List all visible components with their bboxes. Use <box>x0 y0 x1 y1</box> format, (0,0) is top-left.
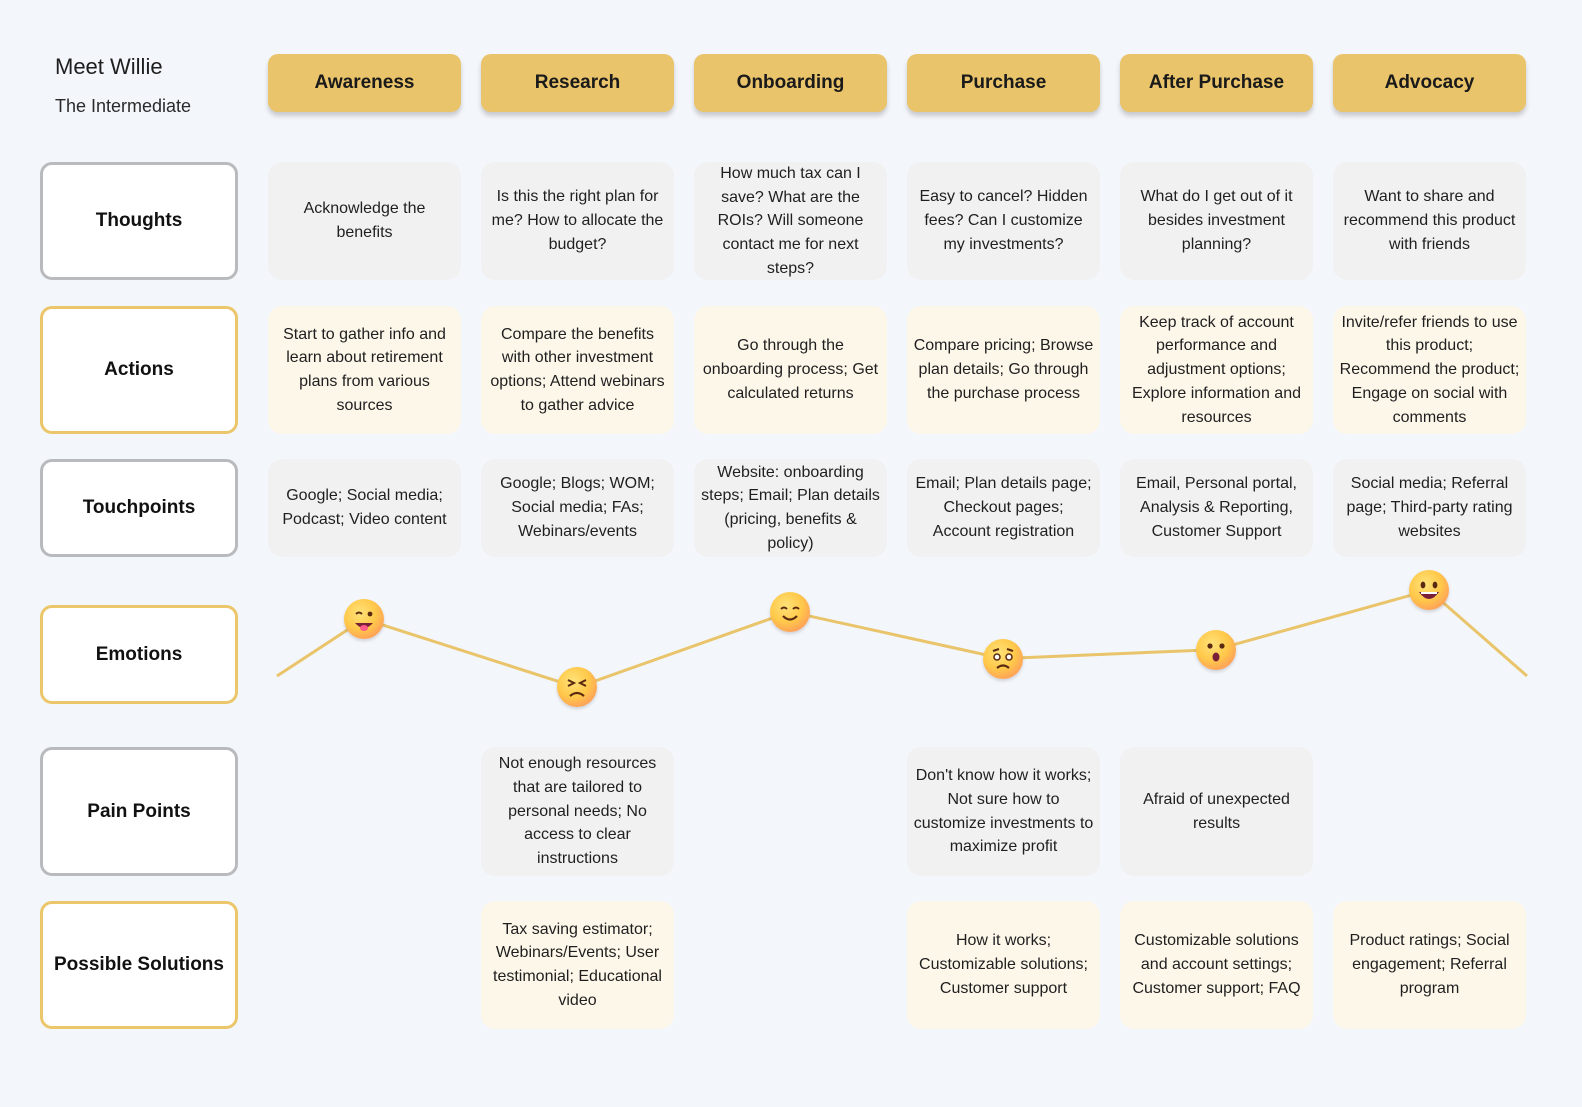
surprised-face-icon <box>1196 629 1236 670</box>
solution-cell: How it works; Customizable solutions; Cu… <box>907 901 1100 1029</box>
stage-onboarding: Onboarding <box>694 54 887 112</box>
thoughts-cell: Easy to cancel? Hidden fees? Can I custo… <box>907 162 1100 280</box>
touchpoints-cell: Website: onboarding steps; Email; Plan d… <box>694 459 887 557</box>
thoughts-cell: Is this the right plan for me? How to al… <box>481 162 674 280</box>
row-label-actions: Actions <box>40 306 238 434</box>
stage-advocacy: Advocacy <box>1333 54 1526 112</box>
thoughts-cell: How much tax can I save? What are the RO… <box>694 162 887 280</box>
worried-face-icon <box>983 638 1023 679</box>
thoughts-cell: What do I get out of it besides investme… <box>1120 162 1313 280</box>
persona-name: Meet Willie <box>55 54 163 79</box>
distressed-face-icon <box>557 667 597 708</box>
touchpoints-cell: Email; Plan details page; Checkout pages… <box>907 459 1100 557</box>
thoughts-cell: Want to share and recommend this product… <box>1333 162 1526 280</box>
wink-tongue-face-icon <box>344 599 384 639</box>
row-label-touchpoints: Touchpoints <box>40 459 238 557</box>
pain-point-cell: Don't know how it works; Not sure how to… <box>907 747 1100 876</box>
stage-research: Research <box>481 54 674 112</box>
row-label-pain-points: Pain Points <box>40 747 238 876</box>
actions-cell: Go through the onboarding process; Get c… <box>694 306 887 434</box>
smiling-face-icon <box>770 591 810 632</box>
row-label-emotions: Emotions <box>40 605 238 704</box>
stage-awareness: Awareness <box>268 54 461 112</box>
grinning-face-icon <box>1409 570 1449 611</box>
solution-cell: Tax saving estimator; Webinars/Events; U… <box>481 901 674 1029</box>
actions-cell: Compare pricing; Browse plan details; Go… <box>907 306 1100 434</box>
stage-after-purchase: After Purchase <box>1120 54 1313 112</box>
row-label-thoughts: Thoughts <box>40 162 238 280</box>
pain-point-cell: Afraid of unexpected results <box>1120 747 1313 876</box>
actions-cell: Compare the benefits with other investme… <box>481 306 674 434</box>
solution-cell: Product ratings; Social engagement; Refe… <box>1333 901 1526 1029</box>
touchpoints-cell: Google; Blogs; WOM; Social media; FAs; W… <box>481 459 674 557</box>
pain-point-cell: Not enough resources that are tailored t… <box>481 747 674 876</box>
actions-cell: Start to gather info and learn about ret… <box>268 306 461 434</box>
solution-cell: Customizable solutions and account setti… <box>1120 901 1313 1029</box>
actions-cell: Invite/refer friends to use this product… <box>1333 306 1526 434</box>
row-label-possible-solutions: Possible Solutions <box>40 901 238 1029</box>
thoughts-cell: Acknowledge the benefits <box>268 162 461 280</box>
touchpoints-cell: Google; Social media; Podcast; Video con… <box>268 459 461 557</box>
actions-cell: Keep track of account performance and ad… <box>1120 306 1313 434</box>
touchpoints-cell: Social media; Referral page; Third-party… <box>1333 459 1526 557</box>
stage-purchase: Purchase <box>907 54 1100 112</box>
touchpoints-cell: Email, Personal portal, Analysis & Repor… <box>1120 459 1313 557</box>
persona-subtitle: The Intermediate <box>55 96 192 116</box>
emotion-line <box>276 588 1528 689</box>
